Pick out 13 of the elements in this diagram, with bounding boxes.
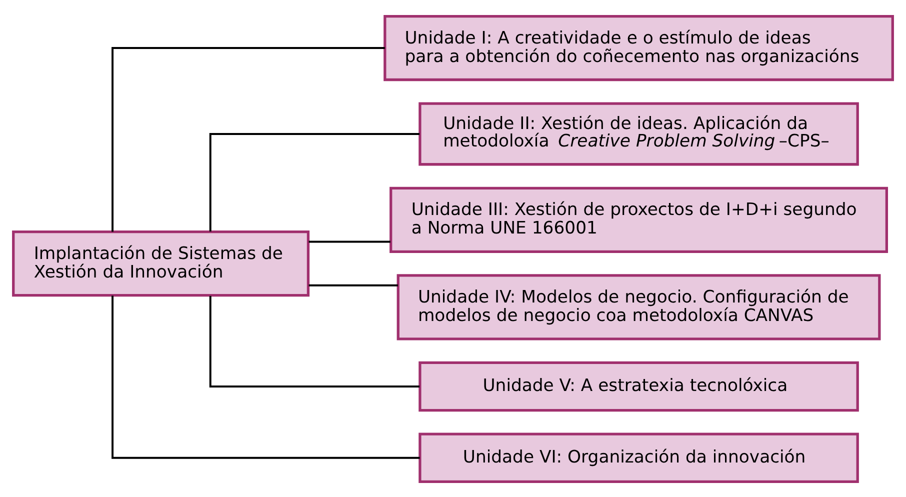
node-box: Unidade II: Xestión de ideas. Aplicación da metodoloxía Creative Problem Solving –CPS– (418, 102, 859, 166)
connector (112, 295, 420, 458)
node-box: Implantación de Sistemas de Xestión da Innovación (12, 230, 310, 296)
node-box: Unidade VI: Organización da innovación (418, 432, 859, 483)
connector (209, 132, 420, 232)
connector (308, 284, 398, 286)
node-box: Unidade IV: Modelos de negocio. Configuración de modelos de negocio coa metodoloxía CANVAS (396, 274, 881, 340)
node-box: Unidade V: A estratexia tecnolóxica (418, 360, 859, 412)
connector (209, 295, 420, 387)
node-box: Unidade III: Xestión de proxectos de I+D+i segundo a Norma UNE 166001 (390, 186, 888, 252)
node-box: Unidade I: A creatividade e o estímulo de ideas para a obtención do coñecemento nas organizacións (384, 14, 894, 81)
connector (112, 46, 385, 232)
connector (308, 240, 390, 242)
